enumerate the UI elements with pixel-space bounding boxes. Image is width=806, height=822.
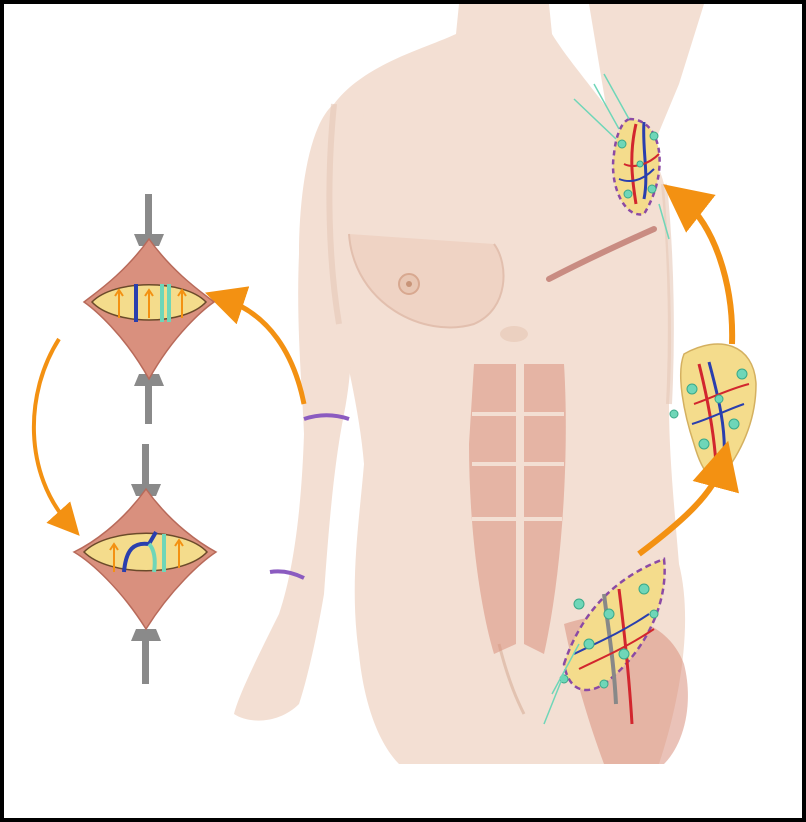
transfer-arrow-icon <box>34 339 69 524</box>
lymph-node-flap-icon <box>670 344 756 479</box>
lva-before-icon <box>84 194 214 424</box>
lva-after-icon <box>74 444 216 684</box>
transfer-arrow-icon <box>224 299 304 404</box>
retractor-icon <box>142 634 149 684</box>
transfer-arrow-icon <box>682 199 732 344</box>
illustration-canvas <box>4 4 802 818</box>
retractor-icon <box>145 194 152 239</box>
retractor-icon <box>142 444 149 489</box>
